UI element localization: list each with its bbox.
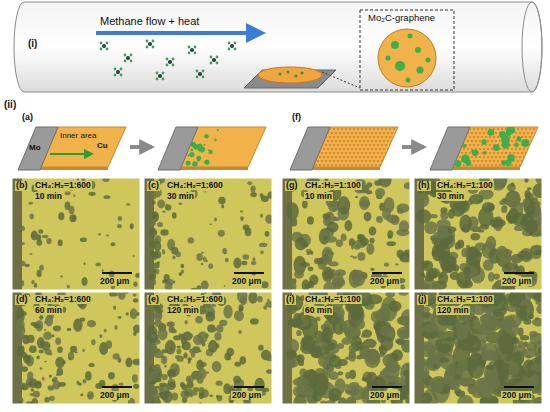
micrograph-label: (e) bbox=[147, 295, 160, 305]
micrograph-label: CH₄:H₂=1:100 bbox=[436, 181, 494, 190]
micrograph-label: 200 μm bbox=[99, 277, 130, 286]
micrograph-label: CH₄:H₂=1:600 bbox=[34, 181, 92, 190]
panel-label: (f) bbox=[292, 113, 301, 123]
scale-bar bbox=[234, 272, 264, 274]
graphene-island bbox=[386, 56, 391, 61]
scale-bar bbox=[372, 272, 402, 274]
micrograph-label: 200 μm bbox=[501, 391, 532, 400]
inset-disc bbox=[378, 29, 436, 87]
optical-micrograph bbox=[414, 168, 550, 296]
micrograph-label: CH₄:H₂=1:100 bbox=[304, 295, 362, 304]
process-arrow bbox=[130, 145, 152, 149]
inset-leader bbox=[322, 72, 360, 88]
micrograph-label: CH₄:H₂=1:100 bbox=[436, 295, 494, 304]
micrograph-label: (i) bbox=[285, 295, 296, 305]
optical-micrograph bbox=[282, 284, 416, 412]
inset-box bbox=[360, 10, 454, 90]
micrograph-label: CH₄:H₂=1:600 bbox=[166, 295, 224, 304]
panel-label: Mo bbox=[29, 144, 41, 153]
micrograph-label: 200 μm bbox=[231, 277, 262, 286]
sample-schematic bbox=[430, 126, 538, 170]
graphene-island bbox=[426, 58, 431, 63]
micrograph-label: (g) bbox=[285, 181, 299, 191]
sample-schematic bbox=[290, 127, 398, 170]
scale-bar bbox=[102, 272, 132, 274]
methane-molecule bbox=[196, 70, 205, 79]
micrograph-label: (c) bbox=[147, 181, 160, 191]
micrograph-label: 200 μm bbox=[501, 277, 532, 286]
quartz-tube bbox=[14, 2, 542, 92]
scale-bar bbox=[102, 386, 132, 388]
graphene-island bbox=[415, 47, 421, 53]
micrograph-label: 30 min bbox=[166, 192, 195, 201]
graphene-dot bbox=[287, 71, 290, 74]
micrograph-label: 30 min bbox=[436, 192, 465, 201]
optical-micrograph bbox=[144, 176, 274, 292]
graphene-dot bbox=[279, 73, 282, 76]
micrograph-label: 200 μm bbox=[99, 391, 130, 400]
micrograph-label: 200 μm bbox=[231, 391, 262, 400]
graphene-island bbox=[395, 61, 405, 71]
panel-label: Methane flow + heat bbox=[100, 15, 199, 27]
graphene-island bbox=[408, 34, 413, 39]
micrograph-label: (j) bbox=[417, 295, 428, 305]
micrograph-label: CH₄:H₂=1:100 bbox=[304, 181, 362, 190]
optical-micrograph bbox=[414, 282, 550, 412]
micrograph-label: 60 min bbox=[34, 306, 63, 315]
tube-end bbox=[522, 2, 542, 92]
micrograph-label: 120 min bbox=[166, 306, 200, 315]
micrograph-label: 200 μm bbox=[369, 391, 400, 400]
micrograph-label: CH₄:H₂=1:600 bbox=[166, 181, 224, 190]
micrograph-label: 10 min bbox=[34, 192, 63, 201]
methane-molecule bbox=[156, 72, 165, 81]
panel-label: (i) bbox=[28, 38, 37, 49]
panel-label: Mo₂C-graphene bbox=[368, 13, 435, 23]
methane-molecule bbox=[114, 68, 123, 77]
graphene-dot bbox=[295, 75, 298, 78]
panel-label: (ii) bbox=[4, 99, 16, 110]
micrograph-label: 60 min bbox=[304, 306, 333, 315]
graphene-island bbox=[391, 41, 399, 49]
optical-micrograph bbox=[144, 288, 276, 410]
methane-molecule bbox=[100, 42, 109, 51]
sample-schematic bbox=[18, 127, 126, 170]
panel-label: Inner area bbox=[60, 132, 96, 141]
cu-disc bbox=[258, 67, 322, 83]
micrograph-label: (d) bbox=[15, 295, 29, 305]
micrograph-label: 10 min bbox=[304, 192, 333, 201]
micrograph-label: 120 min bbox=[436, 306, 470, 315]
sample-schematic bbox=[158, 127, 266, 170]
optical-micrograph bbox=[12, 177, 143, 290]
methane-molecule bbox=[188, 46, 197, 55]
scale-bar bbox=[234, 386, 264, 388]
flow-arrow bbox=[96, 31, 262, 35]
panel-label: (a) bbox=[22, 113, 33, 123]
methane-molecule bbox=[146, 40, 155, 49]
methane-molecule bbox=[124, 54, 133, 63]
panel-label: Cu bbox=[97, 142, 108, 151]
inner-area-arrow bbox=[50, 153, 92, 155]
micrograph-label: 200 μm bbox=[369, 277, 400, 286]
methane-molecule bbox=[228, 42, 237, 51]
methane-molecule bbox=[166, 58, 175, 67]
scale-bar bbox=[504, 272, 534, 274]
scale-bar bbox=[504, 386, 534, 388]
micrograph-label: (h) bbox=[417, 181, 431, 191]
methane-molecule bbox=[210, 56, 219, 65]
scale-bar bbox=[372, 386, 402, 388]
micrograph-label: CH₄:H₂=1:600 bbox=[34, 295, 92, 304]
graphene-island bbox=[417, 67, 424, 74]
optical-micrograph bbox=[12, 289, 142, 408]
optical-micrograph bbox=[282, 173, 414, 296]
graphene-dot bbox=[301, 72, 304, 75]
process-arrow bbox=[402, 145, 424, 149]
graphene-island bbox=[406, 78, 411, 83]
micrograph-label: (b) bbox=[15, 181, 29, 191]
